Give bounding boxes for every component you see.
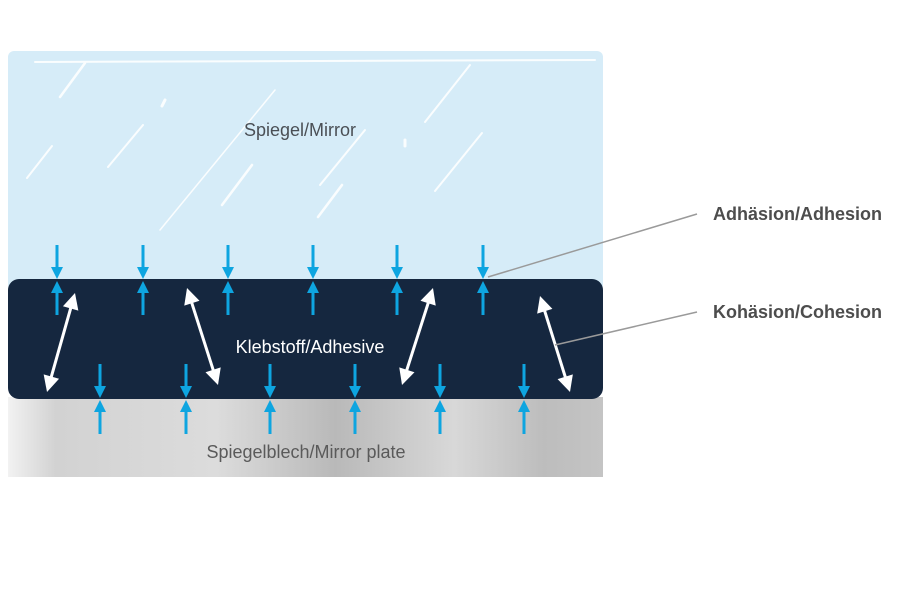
- mirror-layer: Spiegel/Mirror: [8, 51, 603, 291]
- cohesion-double-arrow: [184, 288, 221, 385]
- adhesion-arrow-pair-top: [477, 245, 489, 315]
- mirror-plate-label: Spiegelblech/Mirror plate: [206, 442, 405, 462]
- adhesion-arrow-pair-top: [391, 245, 403, 315]
- mirror-label: Spiegel/Mirror: [244, 120, 356, 140]
- adhesive-layer: Klebstoff/Adhesive: [8, 279, 603, 399]
- adhesion-arrow-pair-bottom: [180, 364, 192, 434]
- adhesion-arrow-pair-bottom: [349, 364, 361, 434]
- adhesion-arrow-pair-bottom: [264, 364, 276, 434]
- adhesion-arrow-pair-bottom: [434, 364, 446, 434]
- adhesion-arrow-pair-top: [51, 245, 63, 315]
- adhesion-leader-line: [487, 213, 698, 278]
- adhesion-arrow-pair-top: [222, 245, 234, 315]
- adhesive-label: Klebstoff/Adhesive: [236, 337, 385, 357]
- adhesion-arrows-top: [51, 245, 489, 315]
- glass-reflection-streaks: [26, 59, 596, 231]
- adhesion-arrow-pair-bottom: [94, 364, 106, 434]
- adhesion-arrow-pair-top: [137, 245, 149, 315]
- cohesion-double-arrow: [43, 293, 79, 392]
- mirror-plate-layer: Spiegelblech/Mirror plate: [8, 397, 603, 477]
- adhesion-arrow-pair-top: [307, 245, 319, 315]
- cohesion-arrows: [43, 288, 573, 392]
- adhesion-callout-label: Adhäsion/Adhesion: [713, 204, 882, 224]
- cohesion-double-arrow: [399, 288, 436, 385]
- cohesion-callout-label: Kohäsion/Cohesion: [713, 302, 882, 322]
- cohesion-double-arrow: [537, 296, 573, 392]
- cohesion-leader-line: [554, 311, 698, 346]
- adhesion-arrows-bottom: [94, 364, 530, 434]
- adhesion-arrow-pair-bottom: [518, 364, 530, 434]
